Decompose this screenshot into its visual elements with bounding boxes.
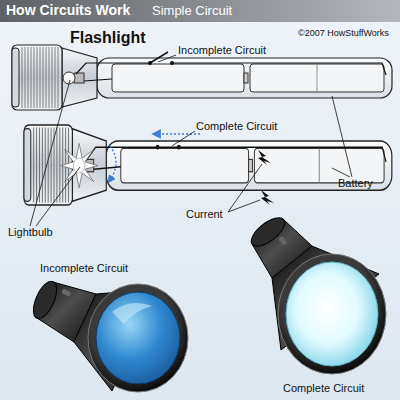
current-bolt [258,150,271,165]
part-label: Complete Circuit [196,120,277,132]
switch-contact [148,61,152,65]
part-label: Incomplete Circuit [178,44,266,56]
leader-line [172,131,195,146]
lit-lightbulb [73,158,85,173]
header-bar [0,0,400,22]
lens-ring [278,254,386,374]
leader-line [332,96,352,177]
lens-ring [88,284,188,392]
circuit-wire [76,63,386,81]
leader-line [228,164,262,212]
leader-line [158,55,176,62]
current-arrow [156,133,200,135]
flashlight-cutaway [24,125,392,205]
bright-lens [286,262,378,366]
background-panel [0,22,400,400]
incomplete-flashlight [12,45,392,110]
current-arrow [110,146,116,180]
caption-label: Complete Circuit [283,382,364,394]
caption-label: Incomplete Circuit [40,262,128,274]
bulb-glow [61,143,98,187]
flashlight-tail [247,213,290,252]
switch-contact [177,145,181,150]
part-label: Lightbulb [8,226,53,238]
part-label: Battery [338,177,373,189]
flashlight-switch [278,236,287,246]
lens-reflection [112,303,152,324]
current-bolt [261,190,274,205]
circuit-wire [86,147,386,169]
page-title: How Circuits Work [6,3,130,18]
complete-flashlight [24,125,392,205]
copyright-note: ©2007 HowStuffWorks [298,29,389,39]
switch-contact [156,145,160,150]
incomplete-flashlight-render [29,278,188,392]
header-subtitle: Simple Circuit [152,4,232,18]
leader-line [30,80,80,226]
flashlight-cutaway [12,45,392,110]
complete-flashlight-render [247,213,386,374]
section-heading: Flashlight [70,29,146,47]
flashlight-tail [29,278,62,322]
flashlight-switch [61,289,71,297]
blue-lens [96,292,180,384]
switch-contact [170,61,174,65]
part-label: Current [186,208,223,220]
